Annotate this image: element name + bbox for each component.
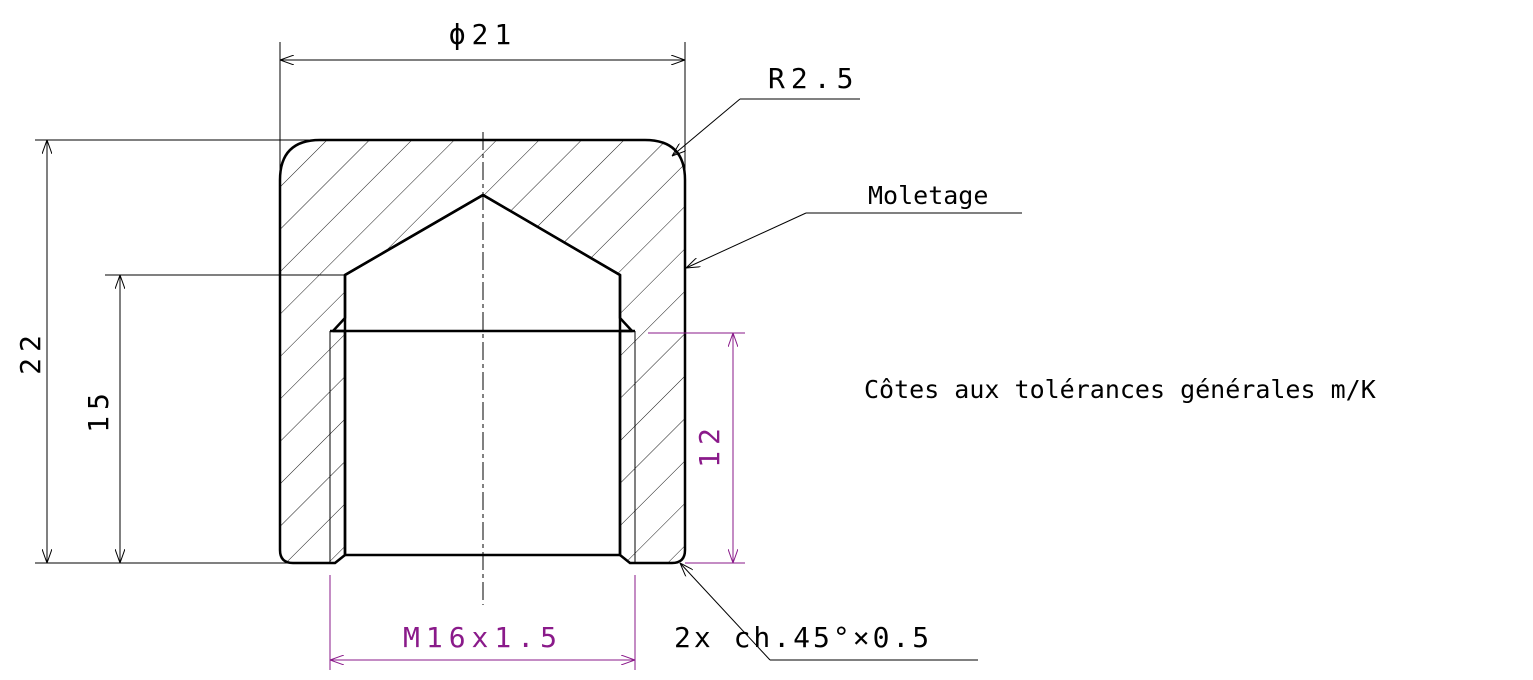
chamfer-label: 2x ch.45°×0.5 (674, 621, 932, 654)
depth-label: 15 (82, 387, 115, 433)
bottom-chamfer-right (619, 554, 631, 564)
knurling-leader: Moletage (686, 181, 1022, 268)
depth-dimension: 15 (82, 274, 345, 563)
chamfer-right (619, 317, 633, 332)
thread-label: M16x1.5 (403, 621, 563, 654)
height-total-label: 22 (14, 329, 47, 375)
diameter-dimension: ϕ21 (279, 18, 686, 180)
thread-length-label: 12 (693, 422, 726, 468)
chamfer-left (332, 317, 346, 332)
height-total-dimension: 22 (14, 139, 320, 564)
knurling-note: Moletage (868, 181, 988, 210)
radius-leader: R2.5 (672, 62, 860, 156)
bottom-chamfer-left (334, 554, 346, 564)
thread-length-dimension: 12 (648, 332, 745, 564)
thread-dimension: M16x1.5 (329, 575, 636, 670)
diameter-label: ϕ21 (449, 18, 518, 51)
tolerance-note: Côtes aux tolérances générales m/K (864, 375, 1376, 404)
radius-label: R2.5 (768, 62, 859, 95)
chamfer-leader: 2x ch.45°×0.5 (674, 563, 978, 661)
